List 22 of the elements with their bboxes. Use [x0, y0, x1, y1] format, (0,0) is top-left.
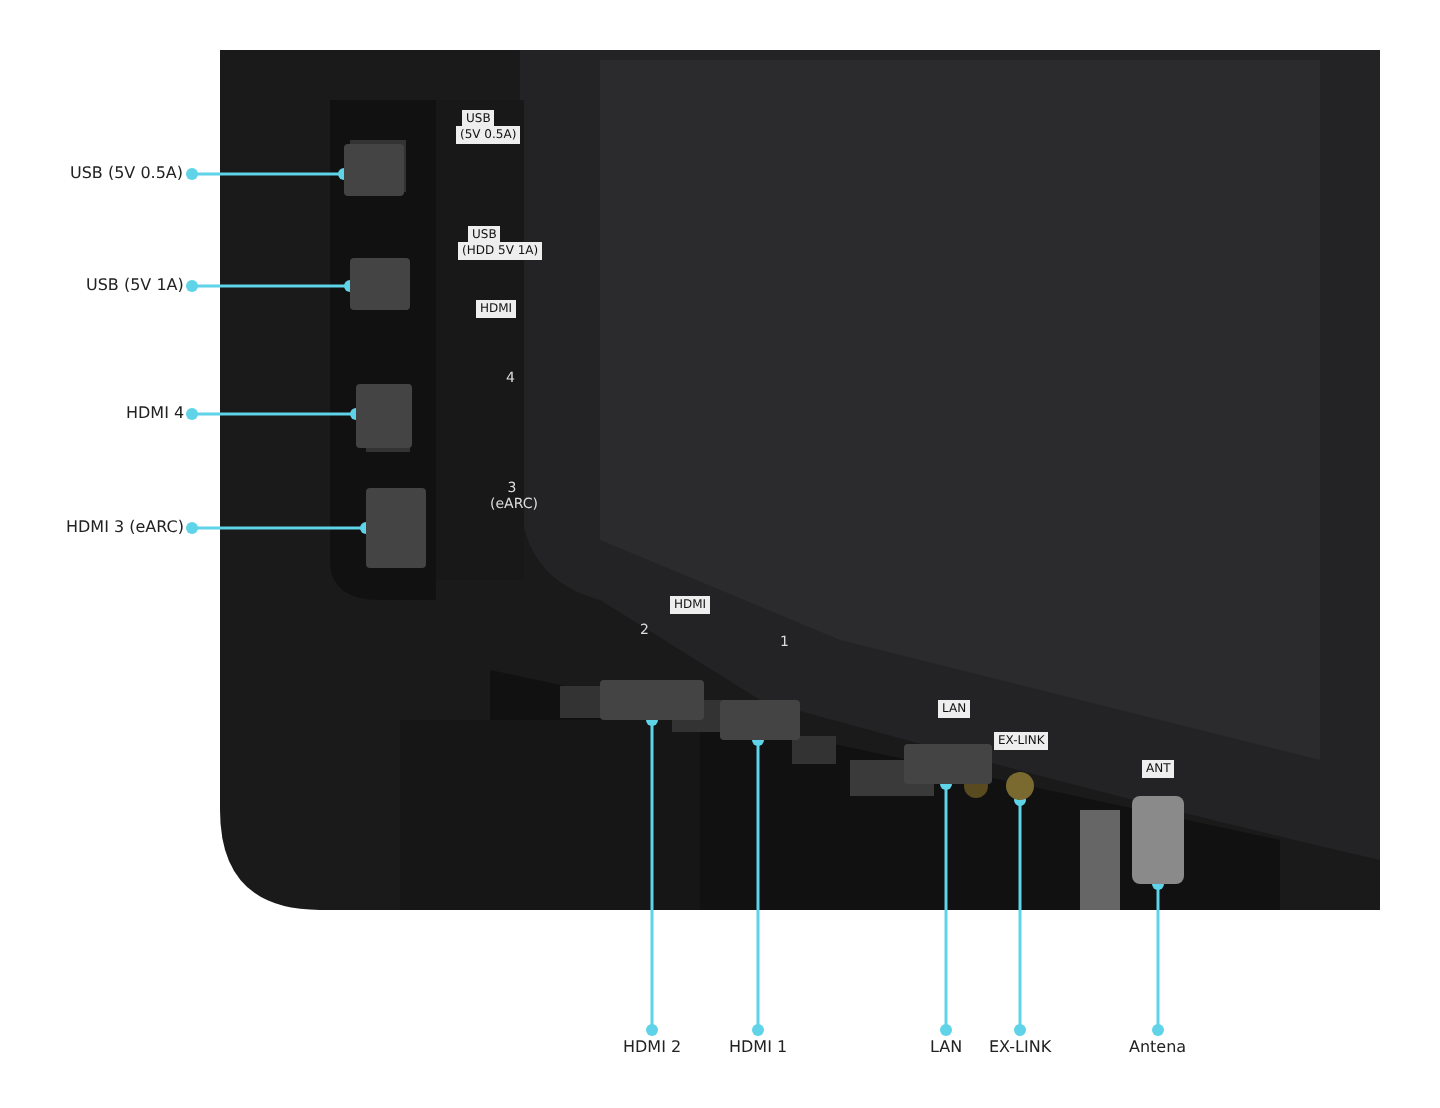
leader-line [1014, 794, 1026, 1036]
callout-label: Antena [1129, 1038, 1187, 1058]
hdmi-port [600, 680, 704, 720]
leader-line [646, 714, 658, 1036]
callout-label: HDMI 4 [126, 404, 185, 424]
callout-label: HDMI 3 (eARC) [66, 518, 184, 538]
hdmi-port [356, 384, 412, 448]
hdmi-port [720, 700, 800, 740]
callout-label: LAN [930, 1038, 963, 1058]
lan-port [904, 744, 992, 784]
callout-label: USB (5V 0.5A) [70, 164, 184, 184]
usb-port [344, 144, 404, 196]
callout-label: USB (5V 1A) [86, 276, 184, 296]
hdmi-port [366, 488, 426, 568]
leader-line [1152, 878, 1164, 1036]
callout-label: HDMI 1 [729, 1038, 788, 1058]
callout-label: HDMI 2 [623, 1038, 682, 1058]
leader-line [752, 734, 764, 1036]
leader-line [940, 778, 952, 1036]
callout-label: EX-LINK [989, 1038, 1052, 1058]
usb-port [350, 258, 410, 310]
antenna-connector [1132, 796, 1184, 884]
